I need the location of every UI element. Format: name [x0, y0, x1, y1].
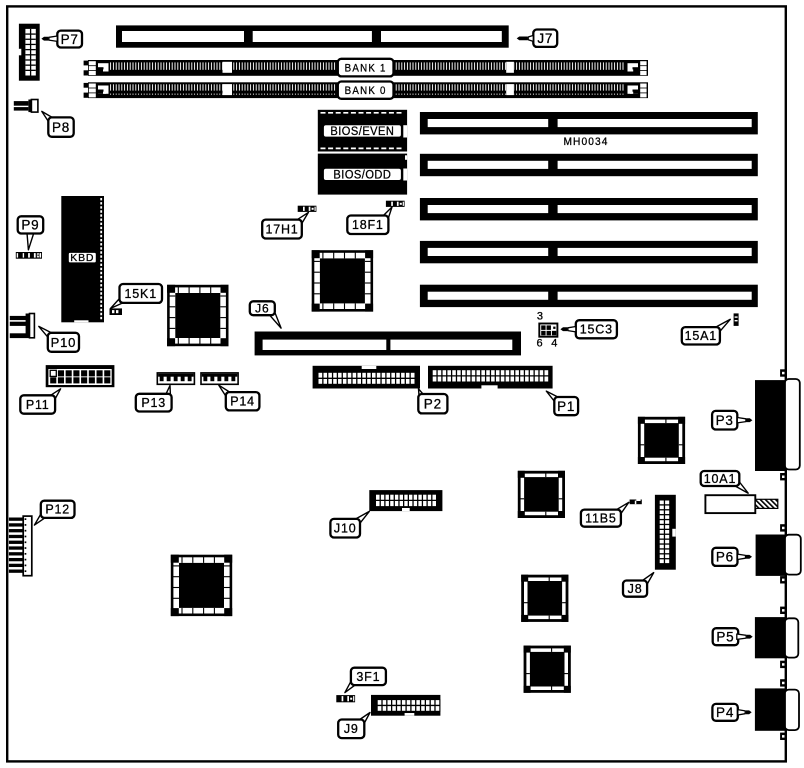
- svg-text:P14: P14: [230, 395, 255, 409]
- svg-text:P5: P5: [716, 629, 734, 644]
- svg-text:J8: J8: [628, 582, 643, 596]
- svg-text:BANK 0: BANK 0: [345, 85, 387, 97]
- svg-text:P1: P1: [557, 399, 575, 414]
- svg-text:BIOS/EVEN: BIOS/EVEN: [330, 126, 394, 138]
- svg-text:17H1: 17H1: [265, 222, 298, 236]
- svg-text:3: 3: [537, 311, 544, 323]
- svg-text:J6: J6: [255, 302, 269, 316]
- svg-text:P10: P10: [51, 335, 77, 350]
- svg-text:P2: P2: [424, 396, 442, 411]
- svg-text:10A1: 10A1: [704, 472, 736, 486]
- svg-text:P6: P6: [716, 550, 734, 565]
- svg-text:18F1: 18F1: [352, 218, 384, 232]
- svg-text:15K1: 15K1: [125, 287, 157, 301]
- svg-text:15C3: 15C3: [580, 323, 613, 337]
- svg-text:3F1: 3F1: [356, 670, 380, 684]
- svg-text:P12: P12: [45, 503, 70, 517]
- svg-text:4: 4: [551, 337, 558, 349]
- svg-text:11B5: 11B5: [585, 512, 616, 526]
- svg-text:J10: J10: [334, 522, 357, 536]
- svg-text:15A1: 15A1: [685, 329, 717, 343]
- svg-text:BANK 1: BANK 1: [345, 63, 387, 75]
- svg-text:P3: P3: [716, 413, 734, 428]
- svg-text:P9: P9: [21, 218, 39, 233]
- svg-text:J9: J9: [344, 722, 359, 736]
- svg-text:P7: P7: [61, 32, 79, 47]
- svg-text:BIOS/ODD: BIOS/ODD: [333, 169, 391, 181]
- svg-text:P4: P4: [716, 705, 734, 720]
- svg-text:P13: P13: [141, 396, 166, 410]
- svg-text:J7: J7: [537, 31, 553, 46]
- svg-text:P11: P11: [26, 398, 50, 412]
- svg-text:6: 6: [536, 337, 543, 349]
- svg-text:KBD: KBD: [70, 252, 94, 264]
- svg-text:MH0034: MH0034: [564, 136, 609, 148]
- svg-text:P8: P8: [52, 120, 70, 135]
